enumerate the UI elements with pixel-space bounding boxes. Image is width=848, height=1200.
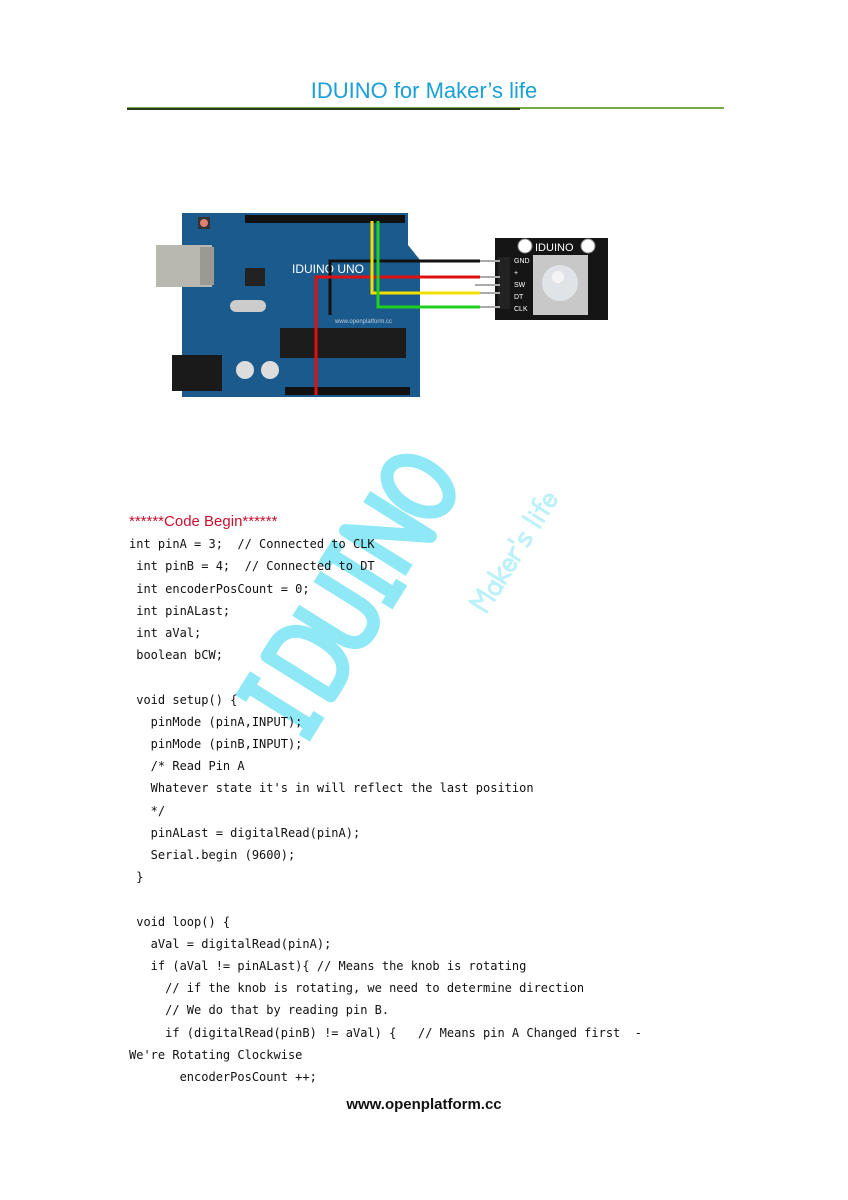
code-line: int pinA = 3; // Connected to CLK <box>129 537 375 552</box>
arduino-board: IDUINO UNO www.openplatform.cc <box>156 213 420 397</box>
encoder-knob <box>542 265 578 301</box>
code-line: int aVal; <box>129 626 202 641</box>
code-line: int pinB = 4; // Connected to DT <box>129 559 375 574</box>
code-line: boolean bCW; <box>129 648 223 663</box>
footer-url: www.openplatform.cc <box>346 1096 502 1113</box>
code-line: */ <box>129 803 166 818</box>
pin-label-clk: CLK <box>514 306 528 313</box>
pin-label-gnd: GND <box>514 258 530 265</box>
code-line: aVal = digitalRead(pinA); <box>129 936 332 951</box>
code-lines: int pinA = 3; // Connected to CLK int pi… <box>129 537 642 1084</box>
encoder-module: IDUINO <box>495 238 608 320</box>
power-jack <box>172 355 222 391</box>
code-line: int pinALast; <box>129 603 231 618</box>
wire-clk <box>376 221 480 309</box>
microcontroller <box>280 328 406 358</box>
module-label: IDUINO <box>535 242 574 254</box>
board-label: IDUINO UNO <box>292 262 364 276</box>
code-begin-marker: ******Code Begin****** <box>129 513 278 530</box>
header-rule-dark <box>127 108 520 110</box>
wiring-diagram: IDUINO UNO www.openplatform.cc IDUINO GN… <box>150 205 620 405</box>
code-line: // We do that by reading pin B. <box>129 1003 390 1018</box>
board-url: www.openplatform.cc <box>334 319 392 325</box>
wires <box>314 221 500 395</box>
wire-vcc <box>314 275 480 395</box>
code-line: int encoderPosCount = 0; <box>129 581 310 596</box>
code-line: Whatever state it's in will reflect the … <box>129 781 534 796</box>
code-line: void setup() { <box>129 692 238 707</box>
pin-label-sw: SW <box>514 282 526 289</box>
code-line: We're Rotating Clockwise <box>129 1047 303 1062</box>
wire-gnd <box>328 259 480 315</box>
code-line: Serial.begin (9600); <box>129 848 296 863</box>
code-line: encoderPosCount ++; <box>129 1070 317 1085</box>
reset-button <box>200 219 208 227</box>
code-line: /* Read Pin A <box>129 759 245 774</box>
wire-dt <box>370 221 480 295</box>
pin-label-dt: DT <box>514 294 524 301</box>
code-line: pinALast = digitalRead(pinA); <box>129 825 361 840</box>
digital-header <box>245 215 405 223</box>
code-line: pinMode (pinA,INPUT); <box>129 714 303 729</box>
code-line: void loop() { <box>129 914 231 929</box>
code-line: pinMode (pinB,INPUT); <box>129 737 303 752</box>
pin-label-vcc: + <box>514 270 518 277</box>
page-header-title: IDUINO for Maker’s life <box>310 78 538 103</box>
code-line: // if the knob is rotating, we need to d… <box>129 981 585 996</box>
code-line: } <box>129 870 144 885</box>
code-block: ******Code Begin****** int pinA = 3; // … <box>129 511 642 1088</box>
analog-header <box>285 387 410 395</box>
code-line: if (digitalRead(pinB) != aVal) { // Mean… <box>129 1025 642 1040</box>
code-line: if (aVal != pinALast){ // Means the knob… <box>129 959 527 974</box>
